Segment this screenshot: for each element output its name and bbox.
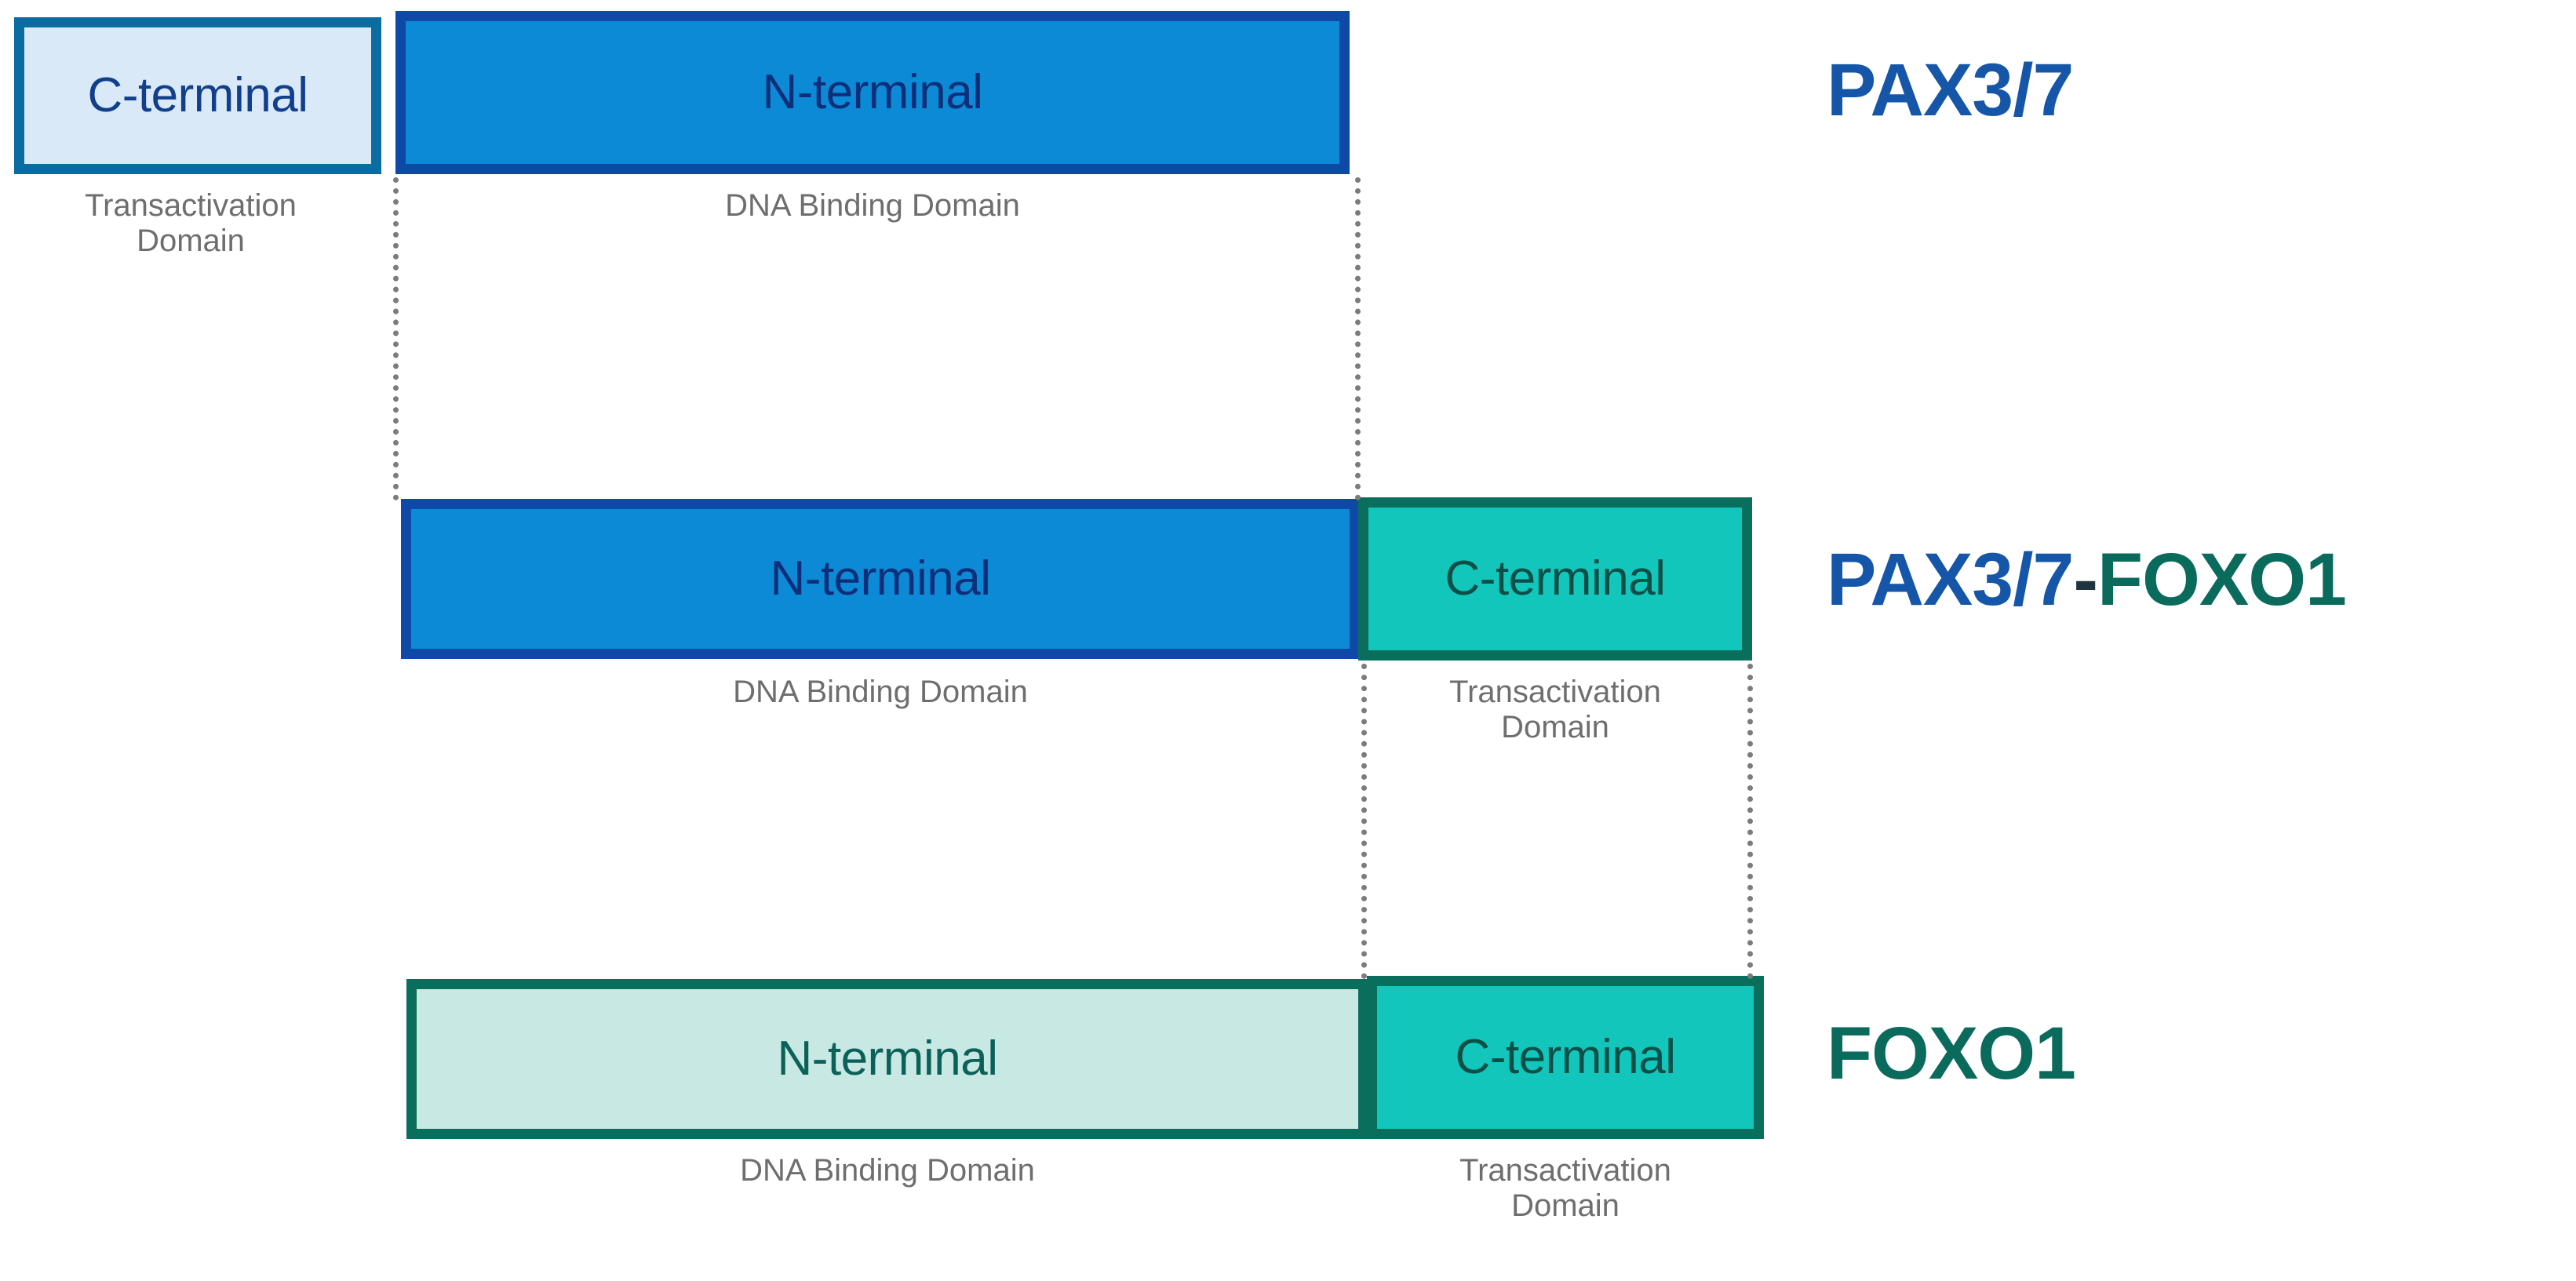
- alignment-guide-left: [393, 177, 399, 500]
- gene-label-pax37: PAX3/7: [1827, 53, 2074, 128]
- gene-label-pax37-text: PAX3/7: [1827, 49, 2074, 132]
- foxo1-n-terminal-label: N-terminal: [777, 1032, 998, 1086]
- caption-line-2: Domain: [137, 223, 245, 258]
- caption-line-1: Transactivation: [1459, 1153, 1671, 1188]
- caption-line-2: Domain: [1511, 1188, 1620, 1223]
- gene-label-fusion-foxo-part: FOXO1: [2097, 538, 2347, 621]
- caption-line-2: Domain: [1501, 709, 1609, 744]
- pax37-n-terminal-box: N-terminal: [395, 11, 1350, 174]
- pax37-n-terminal-caption: DNA Binding Domain: [395, 188, 1350, 224]
- foxo1-n-terminal-caption: DNA Binding Domain: [406, 1153, 1368, 1188]
- foxo1-n-terminal-box: N-terminal: [406, 979, 1368, 1139]
- foxo1-c-terminal-box: C-terminal: [1367, 976, 1764, 1139]
- pax37-c-terminal-box: C-terminal: [14, 17, 381, 174]
- pax37-foxo1-n-terminal-caption: DNA Binding Domain: [401, 675, 1360, 710]
- gene-label-fusion-dash: -: [2073, 538, 2098, 621]
- pax37-foxo1-n-terminal-box: N-terminal: [401, 499, 1360, 659]
- alignment-guide-right: [1747, 664, 1753, 979]
- pax37-n-terminal-label: N-terminal: [762, 65, 983, 119]
- pax37-foxo1-n-terminal-label: N-terminal: [770, 551, 991, 606]
- caption-line-1: DNA Binding Domain: [740, 1153, 1035, 1188]
- caption-line-1: DNA Binding Domain: [725, 188, 1020, 223]
- pax37-foxo1-c-terminal-box: C-terminal: [1358, 497, 1752, 661]
- foxo1-c-terminal-label: C-terminal: [1455, 1030, 1676, 1084]
- pax37-foxo1-c-terminal-label: C-terminal: [1445, 551, 1666, 606]
- pax37-foxo1-c-terminal-caption: Transactivation Domain: [1358, 675, 1752, 745]
- gene-label-foxo1-text: FOXO1: [1827, 1012, 2076, 1095]
- gene-label-foxo1: FOXO1: [1827, 1017, 2076, 1091]
- alignment-guide-breakpoint-upper: [1355, 177, 1361, 500]
- foxo1-c-terminal-caption: Transactivation Domain: [1367, 1153, 1764, 1224]
- pax37-c-terminal-caption: Transactivation Domain: [0, 188, 381, 259]
- gene-label-pax37-foxo1: PAX3/7-FOXO1: [1827, 543, 2347, 617]
- caption-line-1: DNA Binding Domain: [733, 675, 1028, 709]
- pax37-c-terminal-label: C-terminal: [87, 68, 308, 122]
- gene-label-fusion-pax-part: PAX3/7: [1827, 538, 2074, 621]
- caption-line-1: Transactivation: [85, 188, 297, 223]
- alignment-guide-breakpoint-lower: [1361, 664, 1367, 979]
- caption-line-1: Transactivation: [1449, 675, 1661, 709]
